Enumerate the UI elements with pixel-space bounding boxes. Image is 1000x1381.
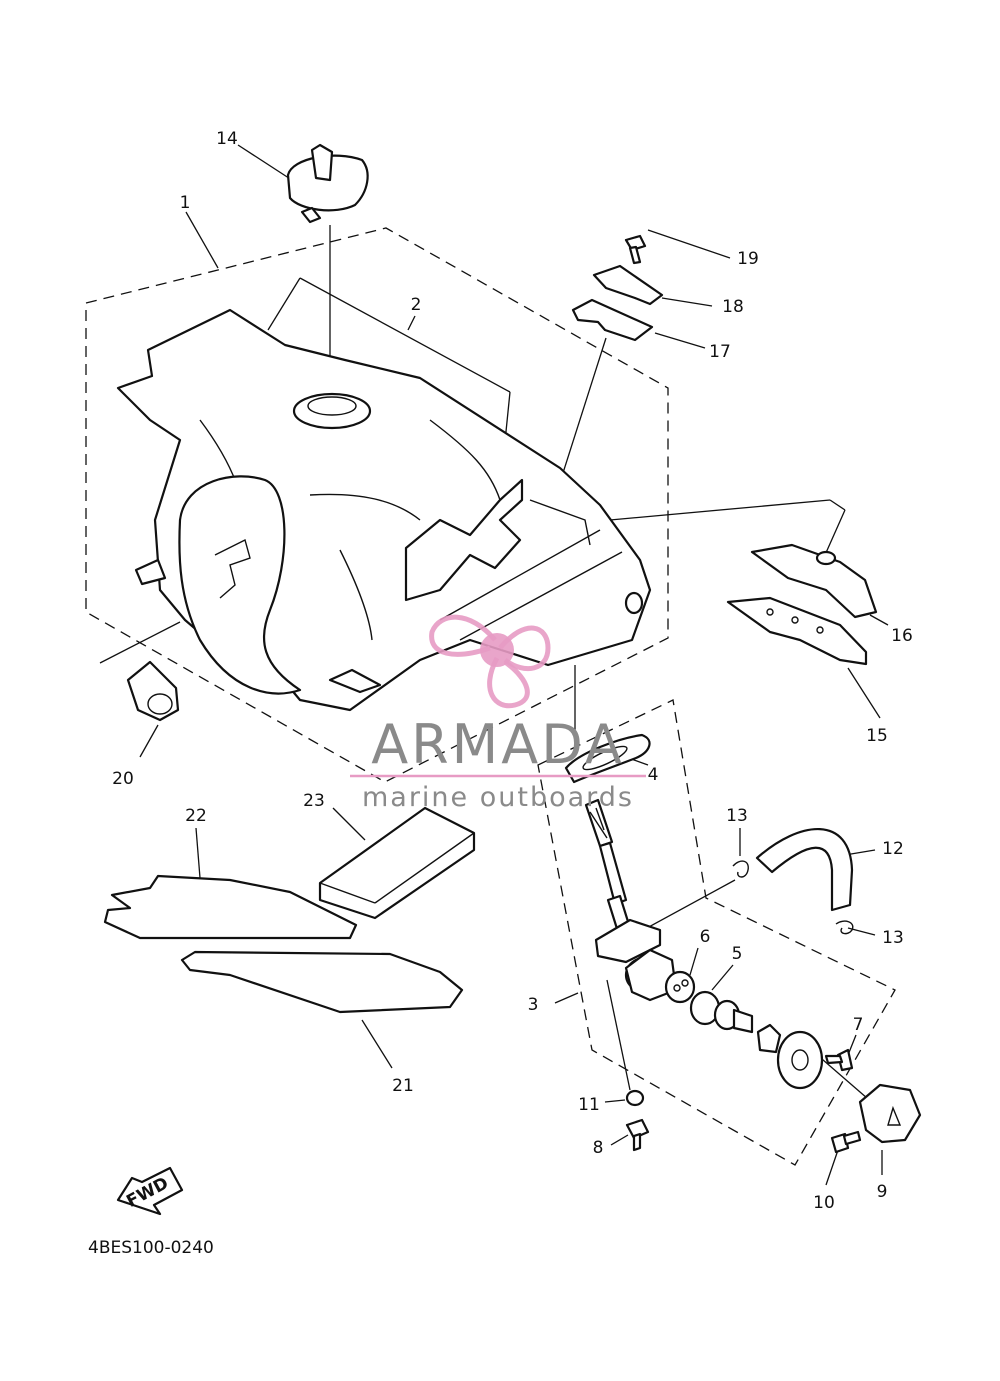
bracket-18 <box>592 264 664 306</box>
pad-22 <box>103 874 358 940</box>
callout-18: 18 <box>722 297 744 317</box>
washer-11 <box>625 1089 645 1107</box>
callout-labels: 1 2 3 4 5 6 7 8 9 10 11 12 13 13 14 15 1… <box>112 129 913 1213</box>
bracket-16-hole <box>815 550 837 566</box>
propeller-logo-icon <box>429 614 551 709</box>
gasket-4 <box>564 733 651 784</box>
fuel-strainer <box>584 798 632 934</box>
callout-22: 22 <box>185 806 207 826</box>
watermark-tagline: marine outboards <box>362 782 634 813</box>
callout-5: 5 <box>732 944 743 964</box>
callout-19: 19 <box>737 249 759 269</box>
callout-3: 3 <box>528 995 539 1015</box>
bracket-15 <box>726 596 868 666</box>
tank-assembly-outline <box>85 227 669 783</box>
callout-4: 4 <box>648 765 659 785</box>
callout-13-upper: 13 <box>726 806 748 826</box>
clip-13-upper <box>732 860 749 878</box>
callout-17: 17 <box>709 342 731 362</box>
callout-16: 16 <box>891 626 913 646</box>
grommet-20 <box>126 660 180 722</box>
clip-13-lower <box>835 920 854 935</box>
bracket-16 <box>750 543 878 619</box>
callout-13-lower: 13 <box>882 928 904 948</box>
fuel-tank <box>116 308 652 712</box>
damper-17 <box>571 298 654 342</box>
screw-7 <box>824 1048 854 1072</box>
lever-shaft <box>713 999 782 1054</box>
callout-15: 15 <box>866 726 888 746</box>
callout-20: 20 <box>112 769 134 789</box>
lever-plate <box>776 1030 824 1090</box>
callout-21: 21 <box>392 1076 414 1096</box>
lever-knob-9 <box>858 1083 922 1144</box>
screw-8 <box>625 1118 650 1152</box>
callout-6: 6 <box>700 927 711 947</box>
bolt-19 <box>624 234 647 265</box>
watermark-brand: ARMADA <box>371 713 625 776</box>
callout-2: 2 <box>411 295 422 315</box>
filler-cap <box>286 143 369 224</box>
callout-14: 14 <box>216 129 238 149</box>
callout-10: 10 <box>813 1193 835 1213</box>
fuel-cock-body <box>594 918 678 1002</box>
callout-12: 12 <box>882 839 904 859</box>
screw-10 <box>830 1130 862 1154</box>
callout-11: 11 <box>578 1095 600 1115</box>
callout-8: 8 <box>593 1138 604 1158</box>
diagram-code: 4BES100-0240 <box>88 1238 214 1258</box>
callout-23: 23 <box>303 791 325 811</box>
callout-9: 9 <box>877 1182 888 1202</box>
petcock-assembly-outline <box>537 699 896 1166</box>
pad-21 <box>180 950 464 1014</box>
fwd-arrow-icon: FWD <box>116 1166 184 1216</box>
callout-1: 1 <box>180 193 191 213</box>
pad-23 <box>318 806 476 920</box>
hose-12 <box>755 828 854 912</box>
armada-watermark: ARMADA marine outboards <box>350 614 646 813</box>
callout-7: 7 <box>853 1015 864 1035</box>
